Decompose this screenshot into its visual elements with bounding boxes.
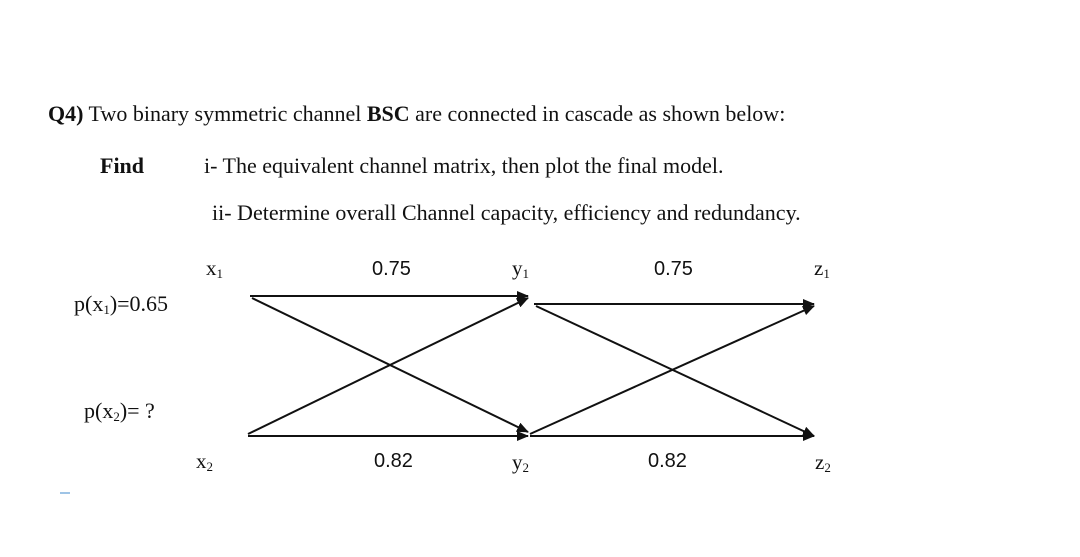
question-text-start: Two binary symmetric channel (83, 101, 367, 126)
node-x2-label: x2 (196, 449, 213, 474)
node-z2-label: z2 (815, 450, 831, 475)
edge-y1-z2 (535, 305, 815, 437)
question-statement: Q4) Two binary symmetric channel BSC are… (48, 101, 785, 127)
prior-p-x2: p(x2)= ? (84, 398, 155, 424)
task-item-2: ii- Determine overall Channel capacity, … (212, 200, 801, 225)
find-label: Find (100, 153, 145, 178)
question-number: Q4) (48, 101, 84, 126)
node-z1-label: z1 (814, 256, 830, 281)
node-y1-label: y1 (512, 256, 529, 281)
question-bold-term: BSC (366, 101, 410, 126)
node-x1-label: x1 (206, 256, 223, 281)
task-item-1: i- The equivalent channel matrix, then p… (204, 153, 724, 178)
prior-p-x1: p(x1)=0.65 (74, 291, 169, 317)
node-y2-label: y2 (512, 450, 529, 475)
scan-edge-mark (60, 492, 70, 494)
edge-y2-z1 (529, 305, 815, 435)
prob-channel2-top: 0.75 (654, 258, 693, 280)
question-text-end: are connected in cascade as shown below: (409, 101, 786, 126)
prob-channel1-bottom: 0.82 (374, 450, 413, 472)
prob-channel1-top: 0.75 (372, 258, 411, 280)
prob-channel2-bottom: 0.82 (648, 450, 687, 472)
edge-x2-y1 (247, 297, 529, 435)
